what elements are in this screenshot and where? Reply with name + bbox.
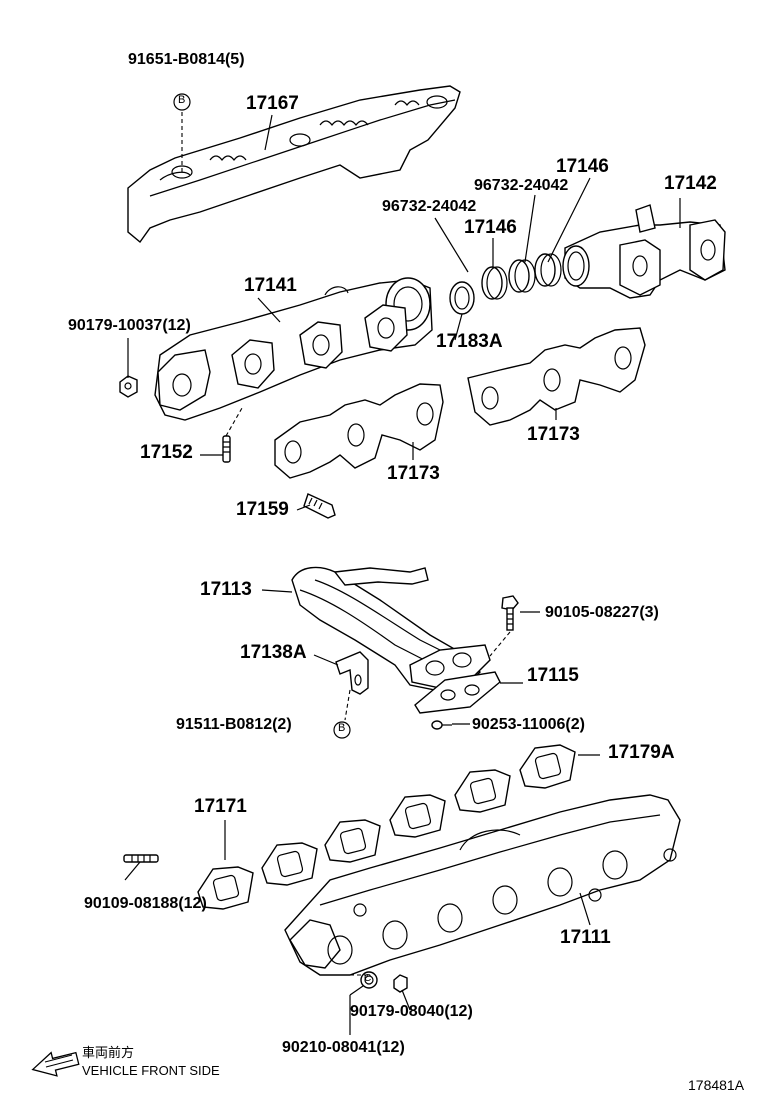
label-17179A: 17179A [608,742,675,763]
nut-90179-10037 [119,375,138,398]
label-17159: 17159 [236,499,289,520]
bolt-90105-08227 [501,595,519,631]
vehicle-front-jp-caption: 車両前方 [82,1045,135,1060]
label-17141: 17141 [244,275,297,296]
label-90210-08041: 90210-08041(12) [282,1039,405,1056]
gasket-17173-right [467,327,646,426]
label-17171: 17171 [194,796,247,817]
b-marker-bottom-letter: B [338,722,346,734]
label-90105-08227: 90105-08227(3) [545,604,659,621]
nut-90210-08041 [360,971,378,989]
label-17113: 17113 [200,579,252,600]
label-90253-11006: 90253-11006(2) [472,716,585,733]
stud-17152 [222,435,231,463]
exhaust-pipe-17142 [562,204,726,299]
intake-pipe-17113 [291,566,491,691]
label-17167: 17167 [246,93,299,114]
label-90109-08188: 90109-08188(12) [84,895,207,912]
label-90179-10037: 90179-10037(12) [68,317,191,334]
label-17111: 17111 [560,927,611,948]
label-96732-24042-lower: 96732-24042 [382,198,477,215]
label-17146-lower: 17146 [464,217,517,238]
exhaust-manifold-17141 [154,277,433,421]
b-marker-top-letter: B [178,94,186,106]
label-17138A: 17138A [240,642,307,663]
label-17115: 17115 [527,665,579,686]
label-96732-24042-upper: 96732-24042 [474,177,569,194]
gasket-17115 [414,671,501,714]
leader-lines [124,112,681,1035]
b-marker-bottom [333,721,351,739]
label-17183A: 17183A [436,331,503,352]
stud-17159 [303,493,336,519]
label-17173-left: 17173 [387,463,440,484]
gaskets-17179A [197,744,576,910]
seal-rings [449,253,562,315]
diagram-code: 178481A [688,1077,745,1093]
label-91651-B0814: 91651-B0814(5) [128,51,245,68]
label-17142: 17142 [664,173,717,194]
plug-90253-11006 [431,720,452,730]
stud-90109-08188 [123,854,159,863]
nut-90179-08040 [393,974,408,993]
label-17173-right: 17173 [527,424,580,445]
gasket-17173-left [274,383,444,479]
label-91511-B0812: 91511-B0812(2) [176,716,292,733]
vehicle-front-caption: VEHICLE FRONT SIDE [82,1063,220,1078]
b-marker-top [173,93,191,111]
manifold-17111 [284,794,681,976]
label-17152: 17152 [140,442,193,463]
bracket-17138A [335,651,369,695]
heat-insulator-17167 [127,85,461,244]
label-17146-upper: 17146 [556,156,609,177]
c-marker-bottom-letter: C [364,973,372,984]
label-90179-08040: 90179-08040(12) [350,1003,473,1020]
vehicle-front-arrow-icon [31,1051,80,1077]
